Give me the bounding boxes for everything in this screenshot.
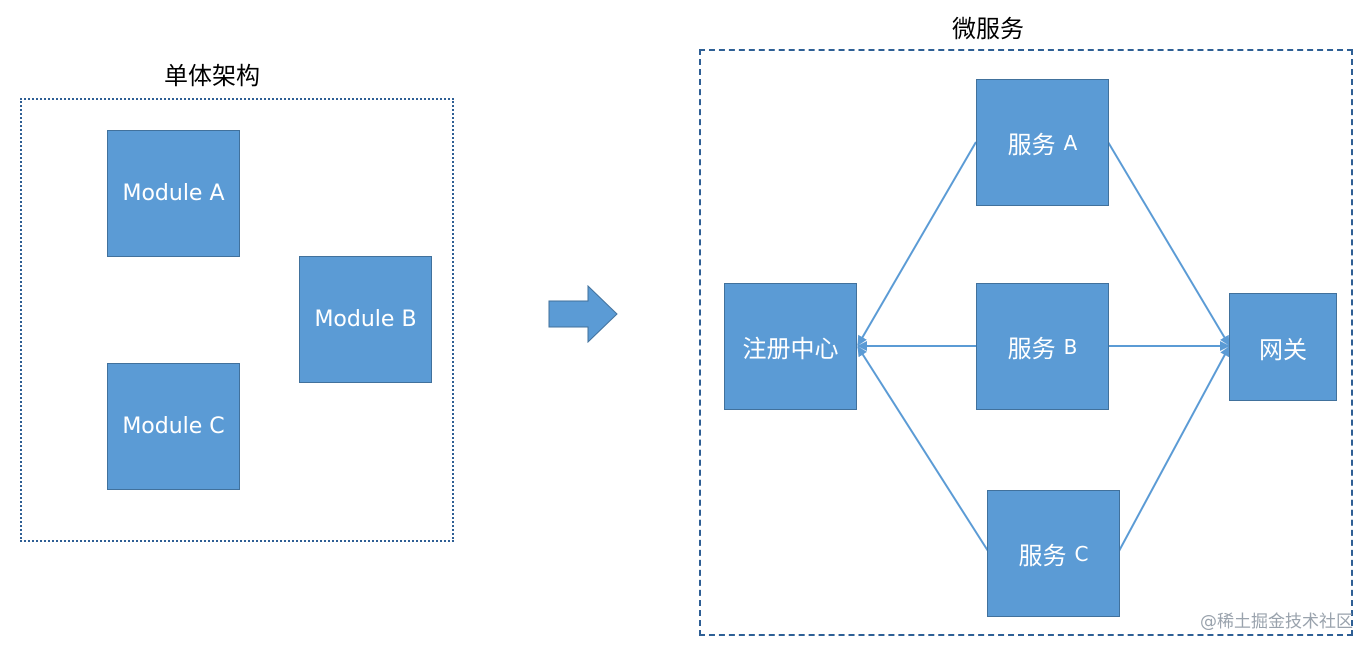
- registry-center-box: 注册中心: [724, 283, 857, 410]
- service-b-suffix: B: [1063, 334, 1078, 359]
- edge-service-c-to-registry: [857, 346, 989, 552]
- service-b-box: 服务 B: [976, 283, 1109, 410]
- service-c-suffix: C: [1074, 541, 1089, 566]
- edge-service-a-to-gateway: [1107, 141, 1230, 346]
- gateway-box: 网关: [1229, 293, 1337, 401]
- watermark: @稀土掘金技术社区: [1200, 612, 1353, 632]
- service-b-label: 服务: [1007, 335, 1056, 363]
- module-c-box: Module C: [107, 363, 240, 490]
- module-a-box: Module A: [107, 130, 240, 257]
- service-a-suffix: A: [1063, 130, 1078, 155]
- service-c-box: 服务 C: [987, 490, 1120, 617]
- monolith-title: 单体架构: [164, 62, 260, 90]
- microservices-title: 微服务: [952, 15, 1024, 43]
- service-a-label: 服务: [1007, 131, 1056, 159]
- module-b-box: Module B: [299, 256, 432, 383]
- service-c-label: 服务: [1018, 542, 1067, 570]
- edge-service-a-to-registry: [857, 141, 977, 346]
- monolith-frame: [20, 98, 454, 542]
- service-a-box: 服务 A: [976, 79, 1109, 206]
- microservices-frame: [699, 49, 1353, 636]
- transition-arrow-icon: [548, 285, 618, 343]
- edge-service-c-to-gateway: [1118, 346, 1230, 552]
